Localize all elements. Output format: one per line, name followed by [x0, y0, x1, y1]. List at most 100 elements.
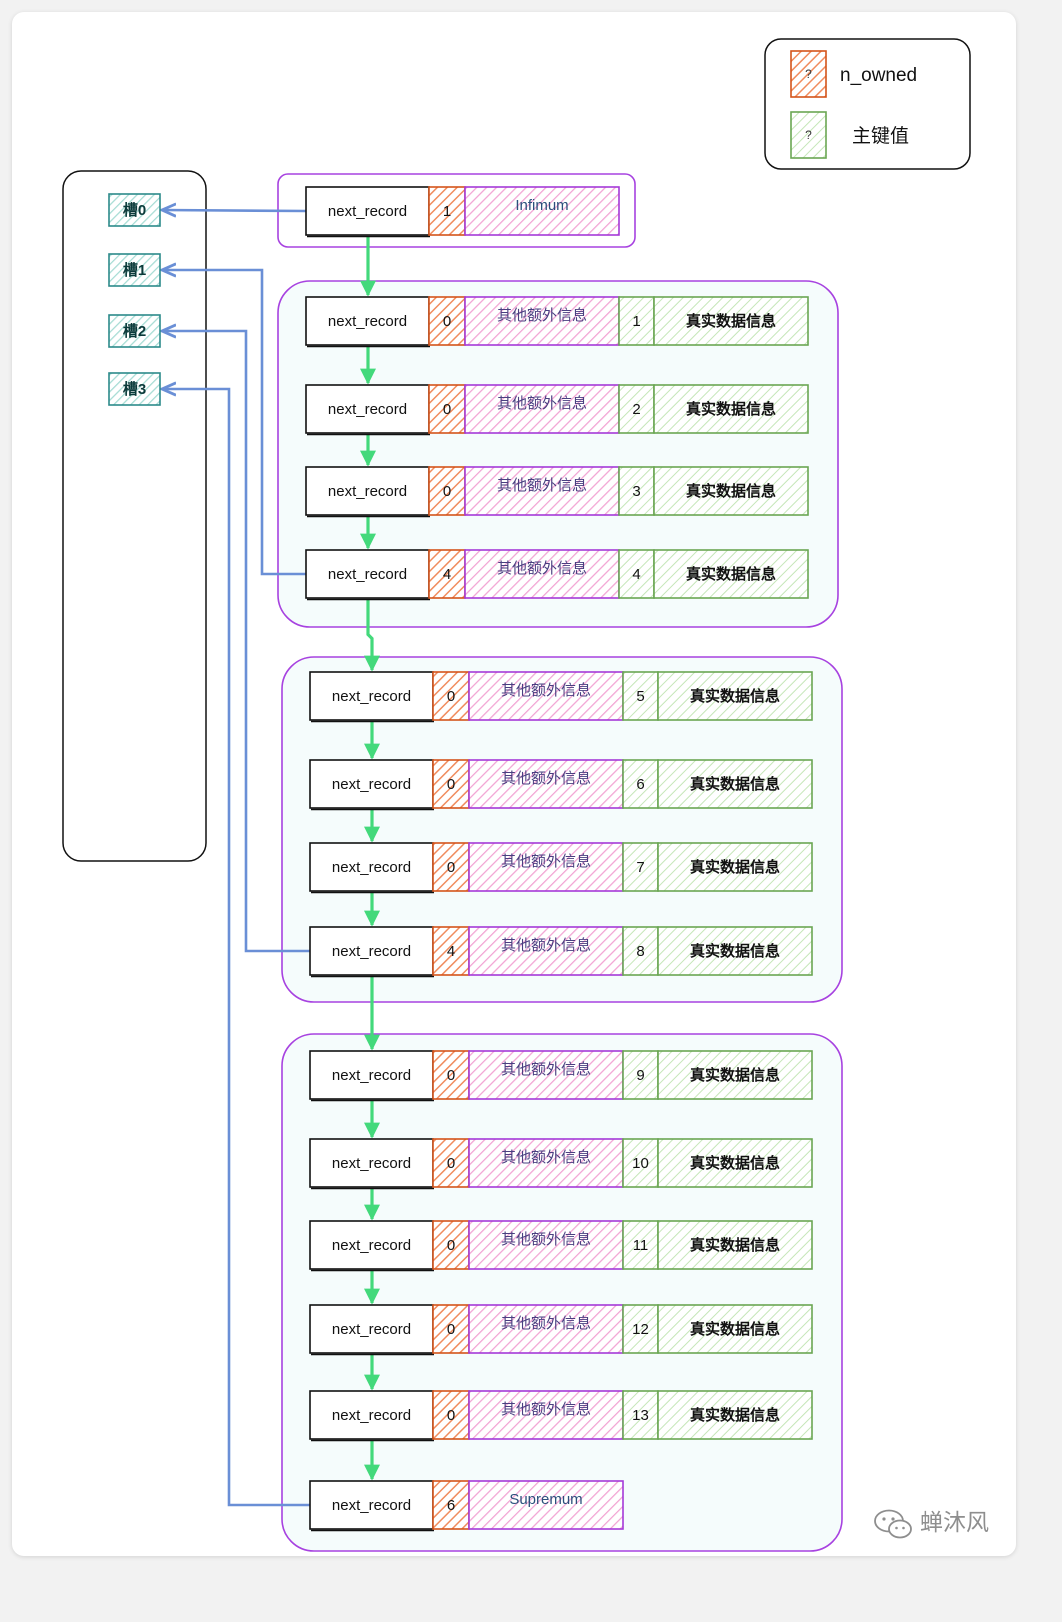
next-record-cell	[305, 296, 430, 346]
n-owned-cell	[432, 671, 470, 721]
next-record-label: next_record	[332, 1237, 411, 1254]
primary-key-value: 13	[632, 1407, 649, 1424]
next-record-cell	[309, 926, 434, 976]
n-owned-value: 0	[443, 401, 451, 418]
legend: ? n_owned ? 主键值	[764, 38, 971, 170]
row-data-label: 真实数据信息	[690, 858, 780, 876]
slot-box	[108, 314, 161, 348]
n-owned-cell	[428, 549, 466, 599]
n-owned-value: 0	[447, 1237, 455, 1254]
primary-key-value: 8	[636, 943, 644, 960]
wechat-icon	[874, 1509, 912, 1539]
slot-box	[108, 193, 161, 227]
row-data-label: 真实数据信息	[690, 1406, 780, 1424]
group-box-1	[277, 280, 839, 628]
next-record-label: next_record	[332, 1407, 411, 1424]
extra-info-label: 其他额外信息	[501, 682, 591, 699]
primary-key-value: 5	[636, 688, 644, 705]
next-record-label: next_record	[332, 943, 411, 960]
row-data-label: 真实数据信息	[690, 1154, 780, 1172]
row-data-cell	[657, 842, 813, 892]
directory-slot-1: 槽1	[108, 253, 161, 287]
primary-key-value: 6	[636, 776, 644, 793]
n-owned-value: 4	[443, 566, 451, 583]
primary-key-cell	[622, 1050, 659, 1100]
extra-info-label: 其他额外信息	[501, 1231, 591, 1248]
extra-info-label: 其他额外信息	[497, 560, 587, 577]
next-record-label: next_record	[332, 859, 411, 876]
group-box-3	[281, 1033, 843, 1552]
n-owned-cell	[432, 1304, 470, 1354]
row-data-label: 真实数据信息	[686, 312, 776, 330]
primary-key-value: 7	[636, 859, 644, 876]
row-data-label: 真实数据信息	[690, 775, 780, 793]
primary-key-cell	[622, 1138, 659, 1188]
extra-info-cell	[464, 466, 620, 516]
next-record-label: next_record	[332, 1497, 411, 1514]
primary-key-value: 12	[632, 1321, 649, 1338]
primary-key-value: 1	[632, 313, 640, 330]
next-record-label: next_record	[328, 203, 407, 220]
slot-label: 槽1	[123, 261, 146, 279]
primary-key-value: 2	[632, 401, 640, 418]
row-data-cell	[657, 1304, 813, 1354]
next-record-cell	[305, 186, 430, 236]
n-owned-value: 0	[443, 313, 451, 330]
n-owned-value: 0	[447, 688, 455, 705]
n-owned-cell	[432, 926, 470, 976]
primary-key-cell	[618, 549, 655, 599]
row-data-cell	[657, 1390, 813, 1440]
next-record-cell	[309, 1390, 434, 1440]
extra-info-cell	[468, 1390, 624, 1440]
next-record-label: next_record	[332, 776, 411, 793]
primary-key-value: 3	[632, 483, 640, 500]
slot-box	[108, 372, 161, 406]
primary-key-value: 9	[636, 1067, 644, 1084]
next-record-label: next_record	[332, 688, 411, 705]
row-data-label: 真实数据信息	[686, 565, 776, 583]
next-record-label: next_record	[328, 566, 407, 583]
primary-key-value: 10	[632, 1155, 649, 1172]
row-data-label: 真实数据信息	[686, 482, 776, 500]
extra-info-label: 其他额外信息	[501, 770, 591, 787]
slot-label: 槽3	[123, 380, 146, 398]
next-record-cell	[309, 1304, 434, 1354]
n-owned-value: 1	[443, 203, 451, 220]
watermark: 蝉沐风	[920, 1509, 989, 1535]
extra-info-label: 其他额外信息	[501, 1401, 591, 1418]
primary-key-cell	[622, 1220, 659, 1270]
row-data-cell	[653, 296, 809, 346]
next-record-cell	[305, 384, 430, 434]
legend-pk-label: 主键值	[852, 125, 909, 147]
primary-key-value: 11	[633, 1237, 649, 1254]
supremum-label: Supremum	[509, 1491, 582, 1508]
supremum-label-cell	[468, 1480, 624, 1530]
row-data-label: 真实数据信息	[690, 1066, 780, 1084]
extra-info-cell	[464, 549, 620, 599]
extra-info-label: 其他额外信息	[497, 395, 587, 412]
n-owned-value: 0	[447, 1067, 455, 1084]
slot-pointer-arrow	[162, 210, 307, 211]
next-record-label: next_record	[332, 1067, 411, 1084]
row-data-cell	[653, 384, 809, 434]
row-data-cell	[657, 1220, 813, 1270]
n-owned-value: 4	[447, 943, 455, 960]
primary-key-value: 4	[632, 566, 640, 583]
next-record-label: next_record	[328, 401, 407, 418]
next-record-cell	[305, 466, 430, 516]
directory-slot-3: 槽3	[108, 372, 161, 406]
n-owned-cell	[432, 1390, 470, 1440]
extra-info-cell	[464, 296, 620, 346]
extra-info-label: 其他额外信息	[501, 1315, 591, 1332]
extra-info-label: 其他额外信息	[501, 1149, 591, 1166]
legend-pk-symbol: ?	[805, 128, 812, 142]
directory-slot-2: 槽2	[108, 314, 161, 348]
n-owned-value: 0	[447, 1155, 455, 1172]
